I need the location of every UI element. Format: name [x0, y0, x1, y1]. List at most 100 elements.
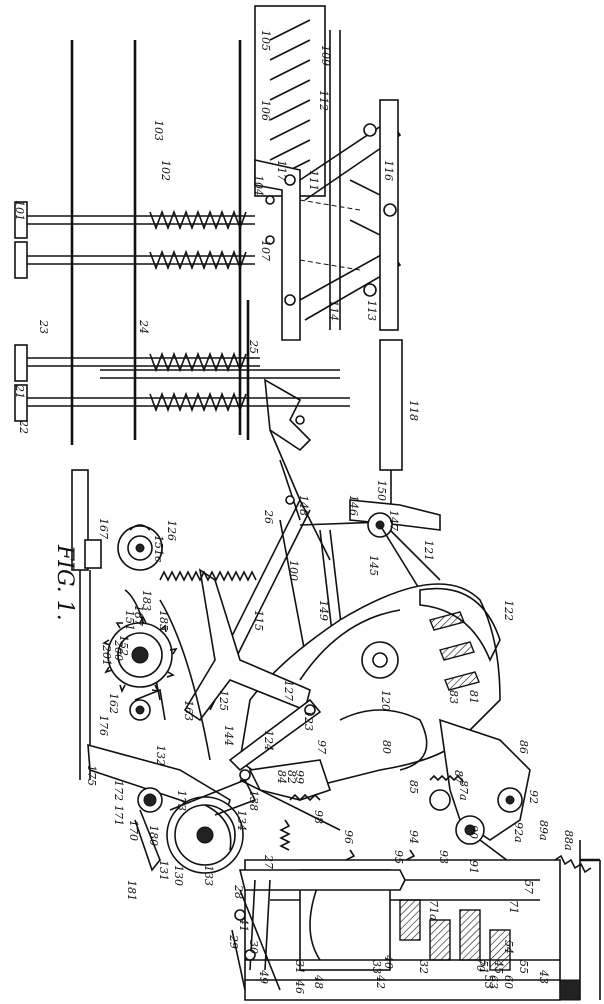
ref-numeral: 146: [347, 495, 360, 516]
sector-plate: [239, 583, 501, 811]
ref-numeral: 132: [154, 745, 167, 766]
ref-numeral: 93: [437, 850, 450, 864]
ref-numeral: 27: [262, 854, 275, 869]
ref-numeral: 70: [474, 958, 487, 972]
ref-numeral: 82: [285, 770, 298, 784]
ref-numeral: 124: [262, 730, 275, 751]
ref-numeral: 99: [293, 770, 306, 784]
ref-numeral: 111: [307, 170, 320, 191]
ref-numeral: 171: [112, 805, 125, 826]
ref-numeral: 29: [227, 934, 240, 949]
ref-numeral: 125: [217, 690, 230, 711]
ref-numeral: 31: [293, 960, 306, 974]
ref-numeral: 201: [100, 644, 113, 666]
ref-numeral: 53: [482, 975, 495, 989]
key-stem-21: [14, 344, 260, 382]
ref-numeral: 150: [375, 480, 388, 501]
ref-numeral: 123: [302, 710, 315, 731]
linkage-111-117: [254, 99, 402, 341]
ref-numeral: 92a: [512, 822, 525, 843]
ref-numeral: 89a: [537, 820, 550, 841]
ratchet-176: [129, 688, 166, 721]
ref-numeral: 51: [477, 960, 490, 974]
ref-numeral: 42: [374, 974, 387, 989]
ref-numeral: 103: [152, 120, 165, 141]
housing-base: [244, 858, 601, 1001]
ref-numeral: 180: [147, 825, 160, 846]
ref-numeral: 183: [140, 590, 153, 611]
ref-numeral: 138: [247, 790, 260, 811]
disc-167: [117, 524, 163, 571]
ref-numeral: 131: [157, 860, 170, 881]
ref-numeral: 115: [252, 610, 265, 631]
ref-numeral: 163: [182, 700, 195, 721]
ref-numeral: 148: [297, 495, 310, 516]
ref-numeral: 122: [502, 600, 515, 621]
rack-126: [159, 570, 257, 761]
key-stem-101b: [14, 241, 255, 279]
drum-131: [166, 778, 257, 874]
ref-numeral: 167: [97, 518, 110, 539]
ref-numeral: 85: [407, 780, 420, 794]
ref-numeral: 94: [407, 830, 420, 844]
ref-numeral: 152: [117, 635, 130, 656]
ref-numeral: 25: [247, 339, 260, 354]
ref-numeral: 43: [537, 969, 550, 984]
ref-numeral: 95: [392, 850, 405, 864]
ref-numeral: 151: [123, 610, 136, 631]
ref-numeral: 40: [382, 954, 395, 969]
ref-numeral: 71a: [427, 900, 440, 921]
ref-numeral: 60: [502, 975, 515, 989]
ref-numeral: 92: [527, 790, 540, 804]
ref-numeral: 98: [312, 810, 325, 824]
ref-numeral: 102: [159, 160, 172, 181]
ref-numeral: 106: [259, 100, 272, 121]
ref-numeral: 30: [247, 940, 260, 954]
bar-118: [379, 339, 403, 520]
bellcrank-145: [349, 499, 441, 591]
ref-numeral: 162: [107, 693, 120, 714]
ref-numeral: 144: [222, 725, 235, 746]
ref-numeral: 28: [232, 884, 245, 899]
ref-numeral: 86: [517, 740, 530, 754]
ref-numeral: 100: [287, 560, 300, 581]
ref-numeral: 24: [137, 319, 150, 334]
bar-left-upper: [71, 469, 102, 780]
ref-numeral: 57: [522, 880, 535, 894]
ref-numeral: 84: [275, 770, 288, 784]
ref-numeral: 176: [97, 715, 110, 736]
links-123: [228, 698, 341, 831]
ref-numeral: 21: [13, 384, 26, 399]
ref-numeral: 118: [407, 400, 420, 421]
ref-numeral: 117: [275, 160, 288, 181]
carriage-27: [231, 869, 406, 991]
ref-numeral: 133: [202, 865, 215, 886]
ref-numeral: 63: [487, 975, 500, 989]
ref-numeral: 149: [317, 600, 330, 621]
gear-151: [102, 615, 178, 694]
ref-numeral: 83: [447, 690, 460, 704]
ref-numeral: 101: [13, 200, 26, 221]
ref-numeral: 113: [365, 300, 378, 321]
key-stem-101: [14, 201, 255, 239]
ref-numeral: 49: [257, 969, 270, 984]
ref-numeral: 23: [37, 319, 50, 334]
ref-numeral: 116: [382, 160, 395, 181]
ref-numeral: 109: [319, 45, 332, 66]
ref-numeral: 26: [262, 509, 275, 524]
ref-numeral: 200: [112, 639, 125, 661]
ref-numeral: 181: [125, 880, 138, 901]
ref-numeral: 88a: [562, 830, 575, 851]
ref-numeral: 145: [367, 555, 380, 576]
ref-numeral: 22: [17, 419, 30, 434]
ref-numeral: 126: [165, 520, 178, 541]
key-levers: [70, 40, 340, 445]
ref-numeral: 55: [517, 960, 530, 974]
ref-numeral: 151c: [152, 535, 165, 562]
ref-numeral: 105: [259, 30, 272, 51]
ref-numeral: 41: [237, 917, 250, 932]
ref-numeral: 90: [467, 825, 480, 839]
ref-numeral: 175: [85, 765, 98, 786]
ref-numeral: 80: [380, 740, 393, 754]
